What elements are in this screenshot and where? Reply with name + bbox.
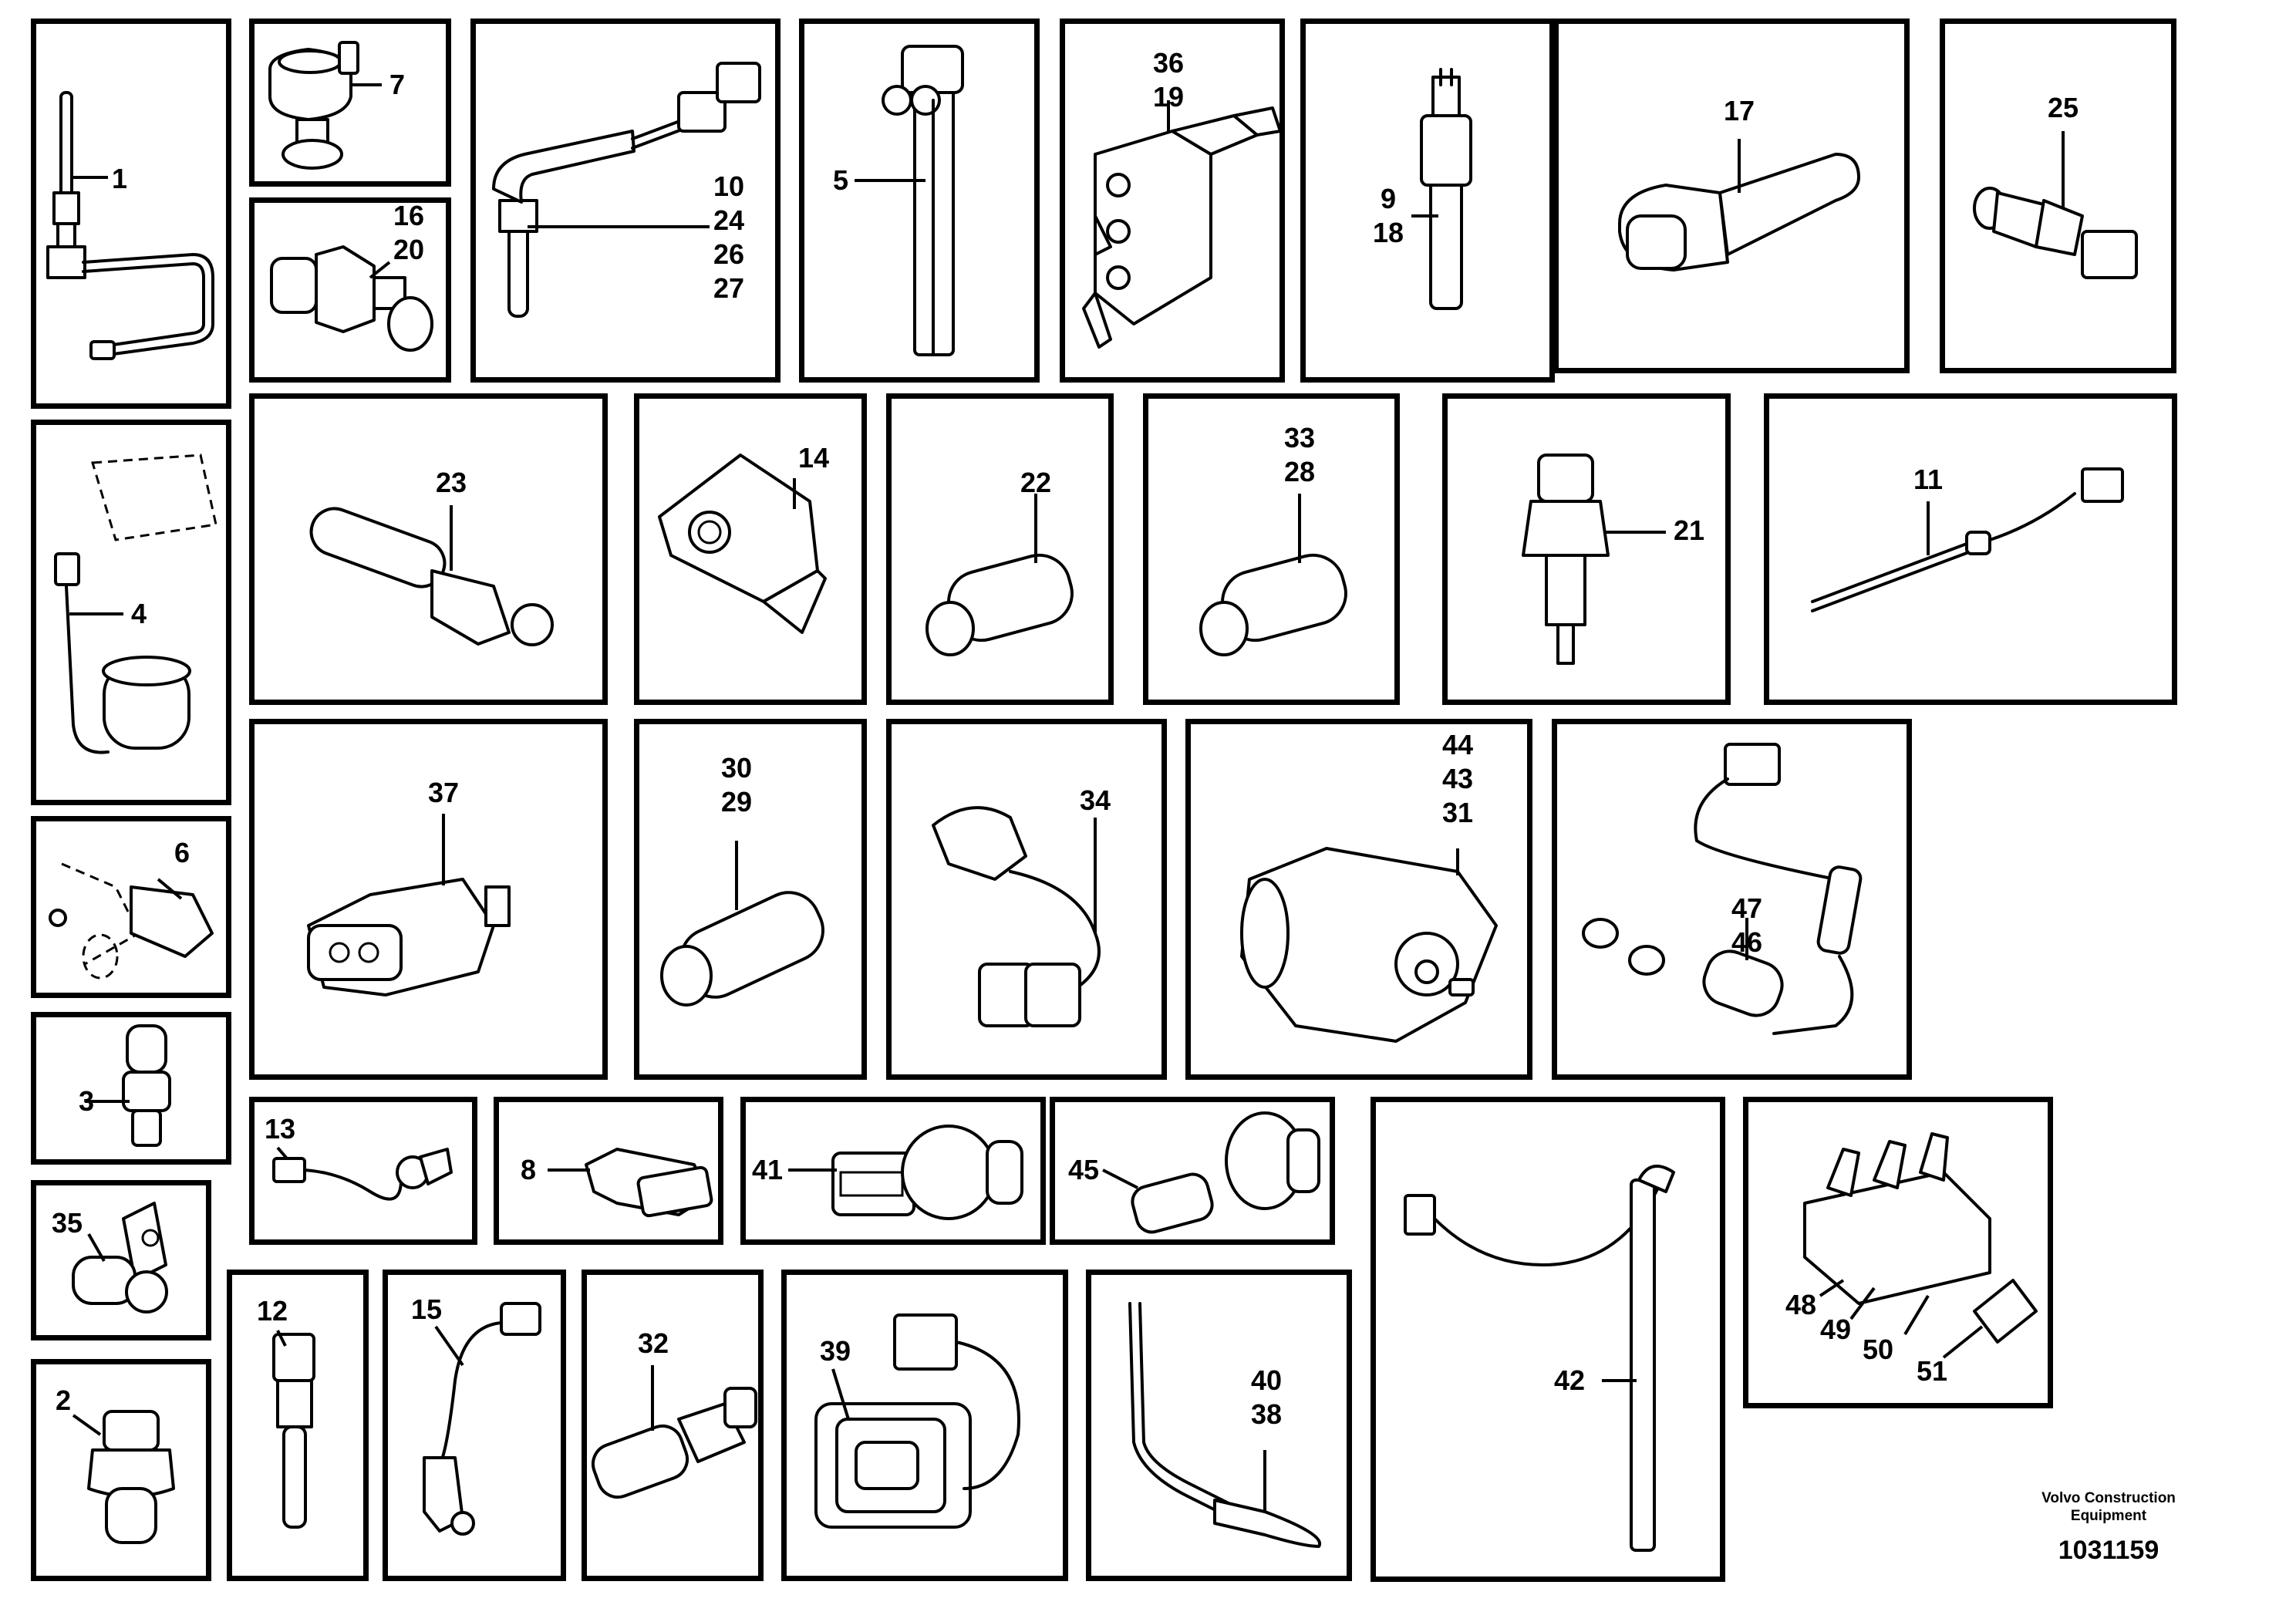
part-14-illustration [658,454,827,634]
part-25-illustration [1973,187,2138,279]
part-10-illustration [492,62,761,318]
part-17-illustration [1618,153,1860,271]
item-number-41: 41 [751,1154,784,1185]
item-number-2: 2 [55,1384,72,1416]
panel-part-22 [886,393,1114,705]
part-32-illustration [591,1387,757,1499]
item-number-8: 8 [520,1154,537,1185]
item-number-6: 6 [174,837,190,868]
part-21-illustration [1522,454,1610,665]
item-number-5: 5 [832,164,849,196]
panel-part-33 [1143,393,1400,705]
part-35-illustration [72,1202,168,1313]
item-number-22: 22 [1020,467,1052,498]
panel-part-25 [1940,19,2176,373]
part-11-illustration [1811,467,2124,612]
part-42-illustration [1404,1165,1675,1552]
item-number-12: 12 [256,1295,288,1327]
part-22-illustration [925,553,1074,656]
part-5-illustration [882,45,964,356]
part-45-illustration [1131,1111,1320,1234]
item-number-34: 34 [1079,784,1111,816]
part-16-illustration [270,245,433,352]
item-number-21: 21 [1673,514,1705,546]
item-number-1: 1 [111,163,128,194]
item-number-23: 23 [435,467,467,498]
panel-part-30 [634,719,867,1080]
item-number-51: 51 [1916,1355,1948,1387]
part-15-illustration [423,1302,541,1536]
item-number-39: 39 [819,1335,851,1367]
item-number-35: 35 [51,1207,83,1239]
part-39-illustration [814,1313,1020,1529]
item-number-32: 32 [637,1327,669,1359]
part-48-illustration [1803,1132,2038,1344]
document-number: 1031159 [2058,1536,2159,1565]
part-41-illustration [831,1125,1023,1220]
part-9-illustration [1420,68,1472,310]
panel-part-21 [1442,393,1731,705]
leader-lines [69,83,2065,1512]
part-7-illustration [268,41,359,170]
panel-part-35 [31,1180,211,1340]
brand-line-2: Equipment [2070,1508,2147,1524]
part-30-illustration [660,891,824,1007]
part-40-illustration [1128,1302,1322,1548]
part-23-illustration [309,507,554,646]
item-number-25: 25 [2047,92,2079,123]
item-number-50: 50 [1862,1334,1894,1365]
item-number-14: 14 [797,442,830,474]
part-37-illustration [307,878,511,996]
part-2-illustration [87,1410,175,1544]
part-44-illustration [1240,847,1498,1043]
item-number-11: 11 [1913,464,1944,495]
part-13-illustration [272,1148,453,1201]
item-number-4: 4 [130,598,147,629]
item-number-45: 45 [1067,1154,1100,1185]
part-47-illustration [1582,743,1863,1035]
part-3-illustration [122,1024,171,1147]
item-number-42: 42 [1553,1364,1586,1396]
part-34-illustration [932,806,1101,1027]
part-4-illustration [54,454,217,754]
brand-line-1: Volvo Construction [2041,1490,2176,1506]
part-6-illustration [49,862,214,980]
item-number-37: 37 [427,777,460,808]
item-number-17: 17 [1723,95,1755,126]
part-33-illustration [1199,553,1347,656]
part-1-illustration [46,91,214,360]
item-number-3: 3 [78,1085,95,1117]
item-number-15: 15 [410,1293,443,1325]
panel-part-9 [1300,19,1555,383]
item-number-7: 7 [389,69,406,100]
item-number-13: 13 [264,1113,296,1145]
item-number-48: 48 [1785,1289,1817,1320]
item-number-49: 49 [1819,1313,1852,1345]
panel-part-17 [1553,19,1910,373]
part-12-illustration [272,1333,315,1529]
part-8-illustration [585,1148,713,1218]
part-36-illustration [1082,106,1282,349]
